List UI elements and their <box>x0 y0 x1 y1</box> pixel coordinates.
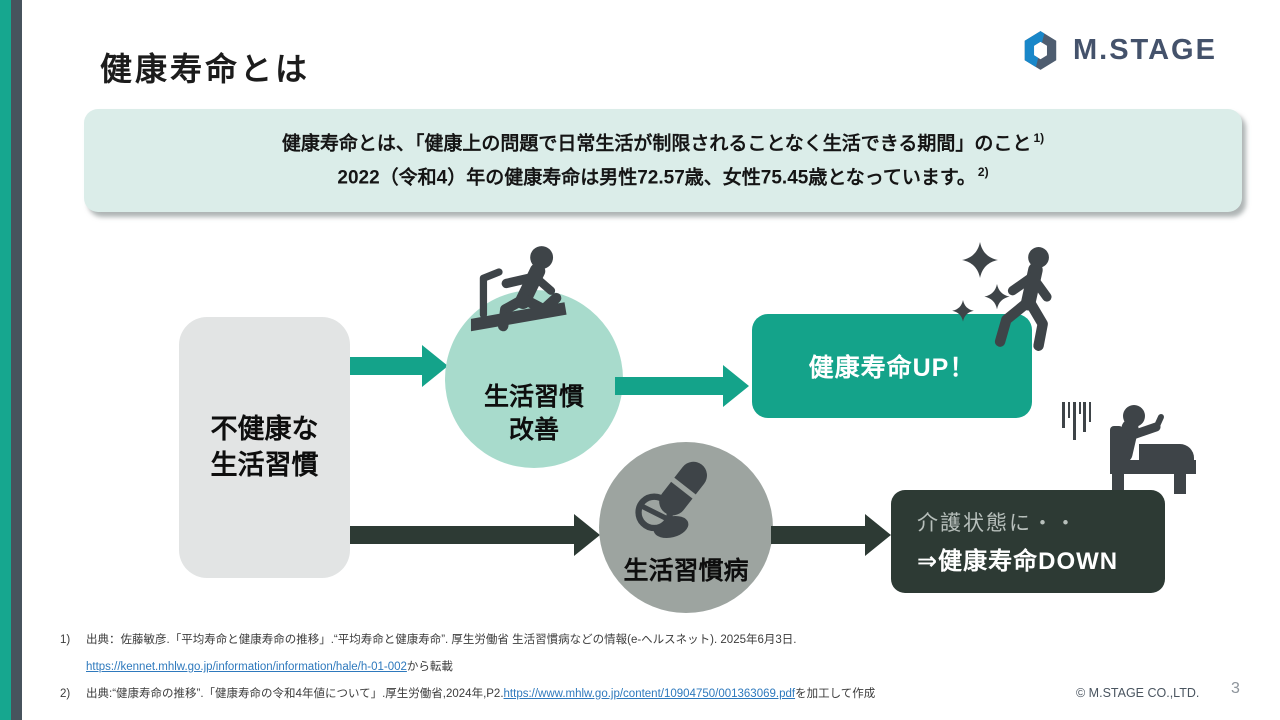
footnote-1-line-1: 1) 出典：佐藤敏彦.「平均寿命と健康寿命の推移」.“平均寿命と健康寿命”. 厚生… <box>60 631 796 647</box>
left-accent-bar-dark <box>11 0 22 720</box>
patient-in-bed-icon <box>1062 402 1196 494</box>
sparkles-icon <box>952 242 1010 322</box>
unhealthy-habits-line1: 不健康な <box>210 414 319 445</box>
footnote-2-after-link: を加工して作成 <box>795 688 876 700</box>
definition-line-1: 健康寿命とは、「健康上の問題で日常生活が制限されることなく生活できる期間」のこと… <box>282 131 1044 156</box>
unhealthy-habits-box: 不健康な 生活習慣 <box>179 317 350 578</box>
arrow-to-down <box>771 514 891 556</box>
definition-callout: 健康寿命とは、「健康上の問題で日常生活が制限されることなく生活できる期間」のこと… <box>84 109 1242 212</box>
footnote-ref-2: 2) <box>977 165 989 179</box>
footnote-1-link[interactable]: https://kennet.mhlw.go.jp/information/in… <box>86 661 407 673</box>
walking-person-icon <box>994 247 1052 351</box>
footnote-ref-1: 1) <box>1033 130 1045 145</box>
footnote-1-text: 出典：佐藤敏彦.「平均寿命と健康寿命の推移」.“平均寿命と健康寿命”. 厚生労働… <box>86 634 797 646</box>
healthy-life-up-box: 健康寿命UP！ <box>752 314 1032 418</box>
footnote-1-number: 1) <box>60 634 71 646</box>
footnote-2-number: 2) <box>60 688 71 700</box>
care-state-down-box: 介護状態に・・ ⇒健康寿命DOWN <box>891 490 1165 593</box>
improvement-label: 生活習慣 改善 <box>484 381 584 446</box>
unhealthy-habits-line2: 生活習慣 <box>210 449 319 480</box>
left-accent-bar-teal <box>0 0 11 720</box>
company-logo: M.STAGE <box>1022 30 1217 71</box>
footnote-2-link[interactable]: https://www.mhlw.go.jp/content/10904750/… <box>503 688 796 700</box>
page-number: 3 <box>1231 680 1240 697</box>
care-state-line: 介護状態に・・ <box>917 512 1078 535</box>
definition-line-2: 2022（令和4）年の健康寿命は男性72.57歳、女性75.45歳となっています… <box>337 165 988 190</box>
improvement-label-line2: 改善 <box>508 415 559 444</box>
arrow-to-up <box>615 365 749 407</box>
copyright-notice: © M.STAGE CO.,LTD. <box>1076 686 1200 700</box>
mstage-logo-icon <box>1024 31 1057 70</box>
definition-line-2-text: 2022（令和4）年の健康寿命は男性72.57歳、女性75.45歳となっています… <box>337 167 976 189</box>
footnote-1-line-2: https://kennet.mhlw.go.jp/information/in… <box>86 658 453 674</box>
healthy-life-up-label: 健康寿命UP！ <box>808 354 976 382</box>
footnote-1-after-link: から転載 <box>406 661 453 673</box>
treadmill-runner-icon <box>470 246 567 332</box>
arrow-to-disease <box>350 514 600 556</box>
pills-icon <box>635 461 707 539</box>
footnote-2-text: 出典:“健康寿命の推移”.「健康寿命の令和4年値について」.厚生労働省,2024… <box>86 688 504 700</box>
logo-wordmark: M.STAGE <box>1073 34 1217 66</box>
disease-label: 生活習慣病 <box>623 556 749 585</box>
page-title: 健康寿命とは <box>100 51 311 87</box>
footnote-2-line-1: 2) 出典:“健康寿命の推移”.「健康寿命の令和4年値について」.厚生労働省,20… <box>60 685 875 701</box>
definition-line-1-text: 健康寿命とは、「健康上の問題で日常生活が制限されることなく生活できる期間」のこと <box>281 133 1032 155</box>
healthy-life-down-line: ⇒健康寿命DOWN <box>917 548 1119 575</box>
improvement-label-line1: 生活習慣 <box>483 383 584 411</box>
arrow-to-improvement <box>350 345 448 387</box>
